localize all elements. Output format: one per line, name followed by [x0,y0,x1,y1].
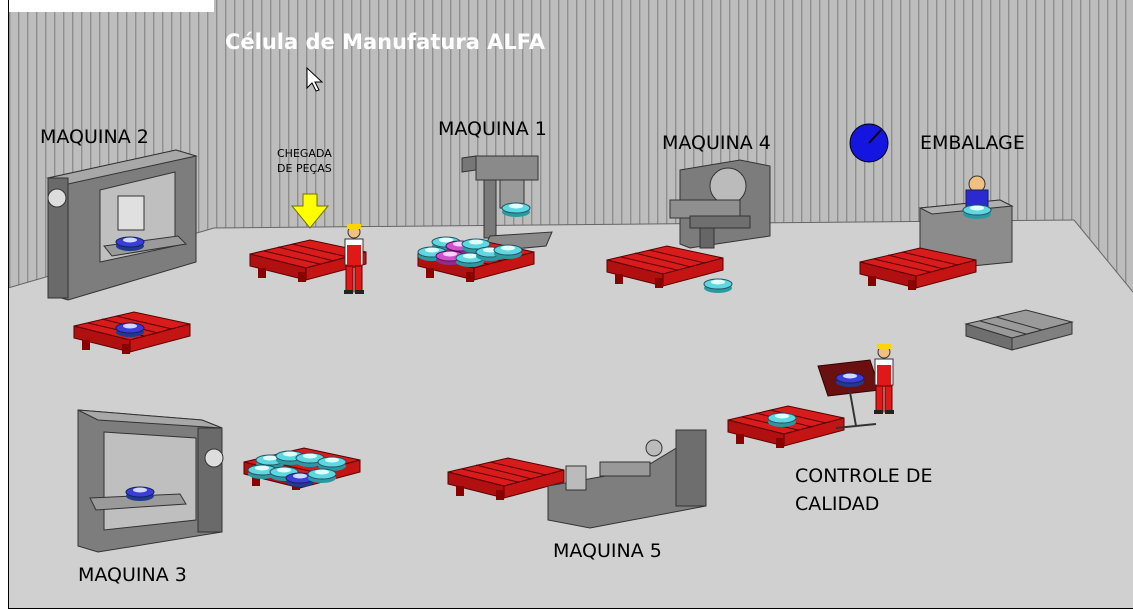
machine-4-label: MAQUINA 4 [662,132,771,154]
machine-3[interactable] [77,409,224,553]
center-wall [214,12,1074,228]
machine-2[interactable] [46,149,198,301]
machine-2-label: MAQUINA 2 [40,126,149,148]
quality-control-label: CONTROLE DE CALIDAD [795,462,932,518]
machine-4[interactable] [669,159,771,249]
floor [8,220,1133,611]
machine-5-label: MAQUINA 5 [553,540,662,562]
arrival-label: CHEGADA DE PEÇAS [277,146,332,176]
arrival-arrow-icon [290,193,330,229]
machine-5[interactable] [547,429,707,529]
arrival-label-line2: DE PEÇAS [277,162,332,175]
machine-3-label: MAQUINA 3 [78,564,187,586]
embalage-label: EMBALAGE [920,132,1025,154]
machine-1-label: MAQUINA 1 [438,118,547,140]
right-wall [1074,12,1133,292]
quality-control-label-line2: CALIDAD [795,493,880,515]
cursor-arrow-icon [306,66,324,92]
quality-control-label-line1: CONTROLE DE [795,465,933,487]
page-title: Célula de Manufatura ALFA [225,30,545,54]
clock-icon [849,123,889,163]
arrival-label-line1: CHEGADA [277,147,332,160]
machine-1[interactable] [461,155,553,253]
